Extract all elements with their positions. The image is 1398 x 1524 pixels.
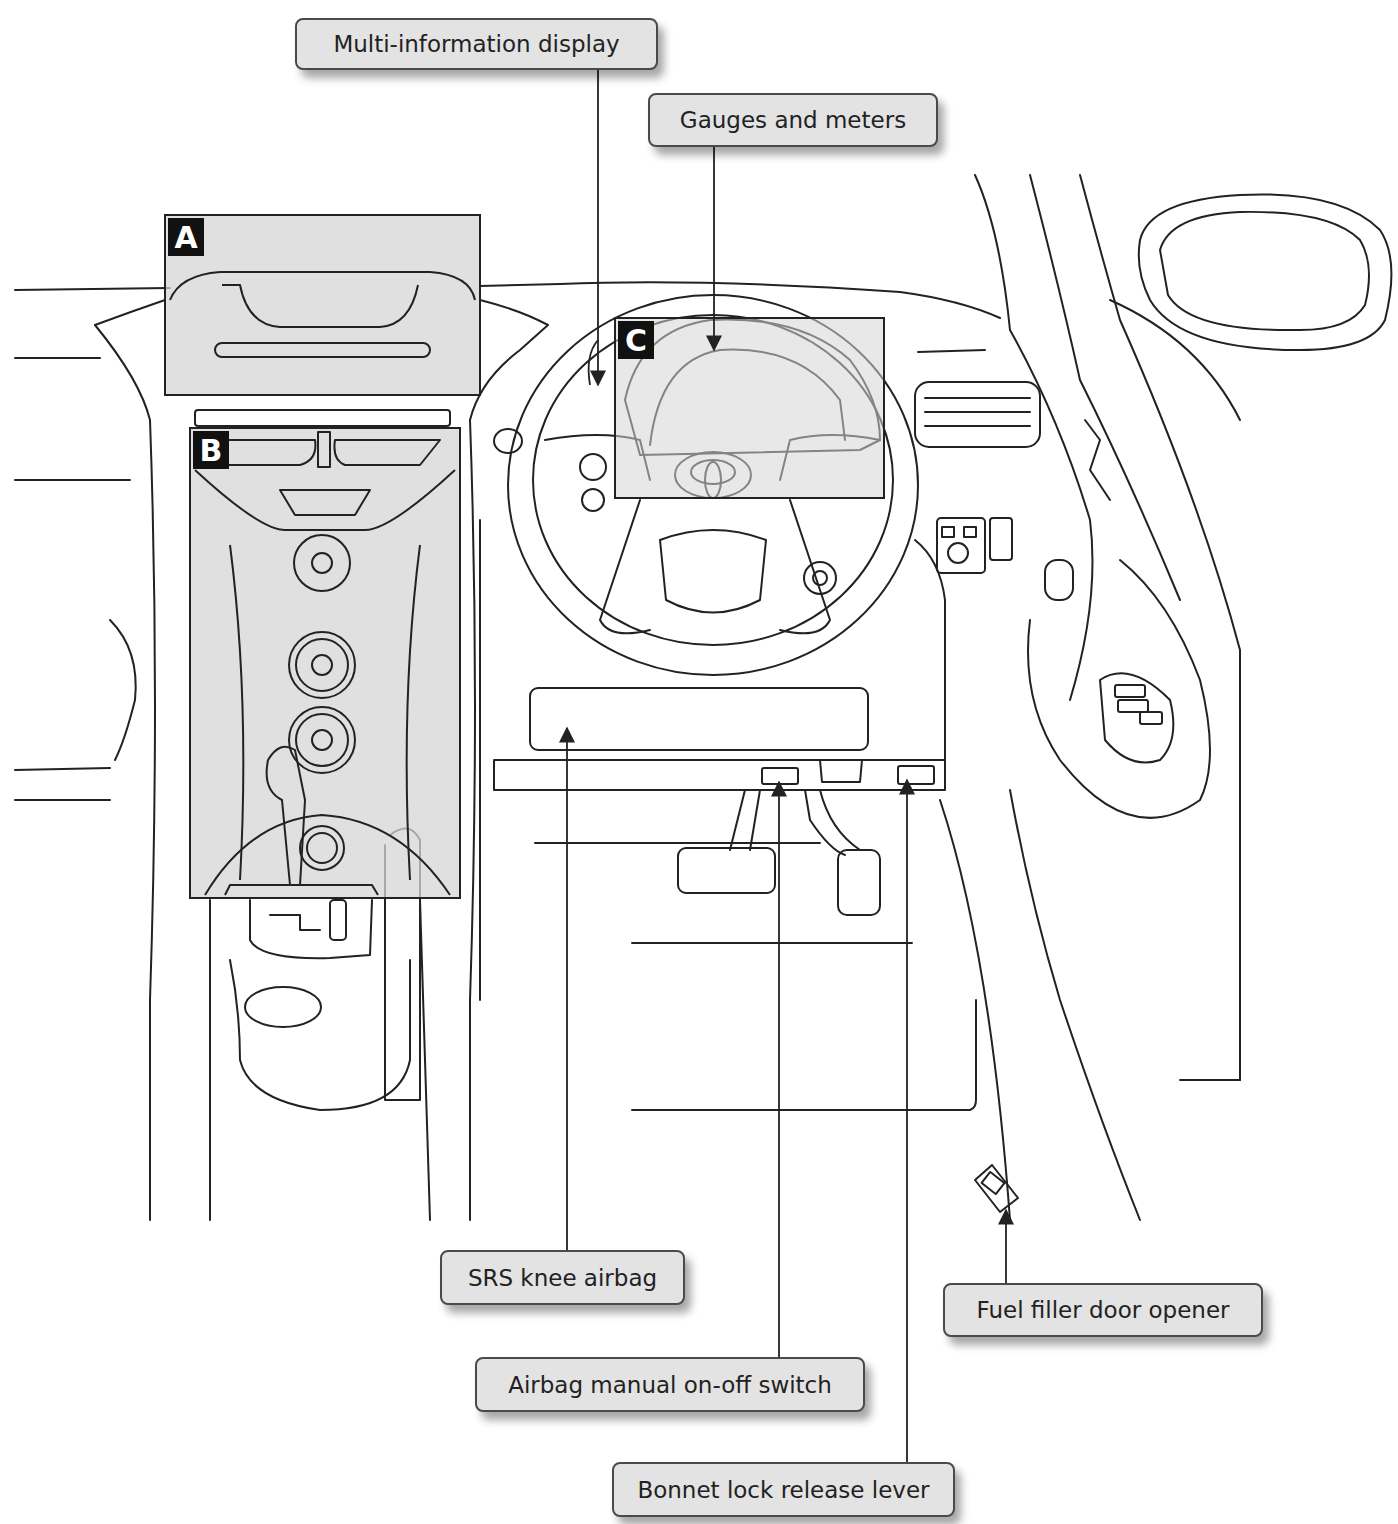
label-text: Fuel filler door opener: [976, 1297, 1229, 1323]
callout-label: Multi-information display: [295, 18, 658, 70]
callout-label: SRS knee airbag: [440, 1250, 685, 1305]
label-text: A: [174, 220, 197, 255]
label-text: Bonnet lock release lever: [637, 1477, 929, 1503]
callout-label: Gauges and meters: [648, 93, 938, 147]
inset-letter: B: [193, 431, 229, 469]
label-text: Airbag manual on-off switch: [508, 1372, 832, 1398]
callout-label: Fuel filler door opener: [943, 1283, 1263, 1337]
callout-label: Bonnet lock release lever: [612, 1462, 955, 1517]
label-text: B: [200, 433, 223, 468]
label-text: SRS knee airbag: [468, 1265, 657, 1291]
label-text: C: [625, 323, 647, 358]
label-text: Multi-information display: [333, 31, 619, 57]
callout-label: Airbag manual on-off switch: [475, 1357, 865, 1412]
inset-letter: A: [168, 218, 204, 256]
label-text: Gauges and meters: [680, 107, 906, 133]
inset-letter: C: [618, 321, 654, 359]
